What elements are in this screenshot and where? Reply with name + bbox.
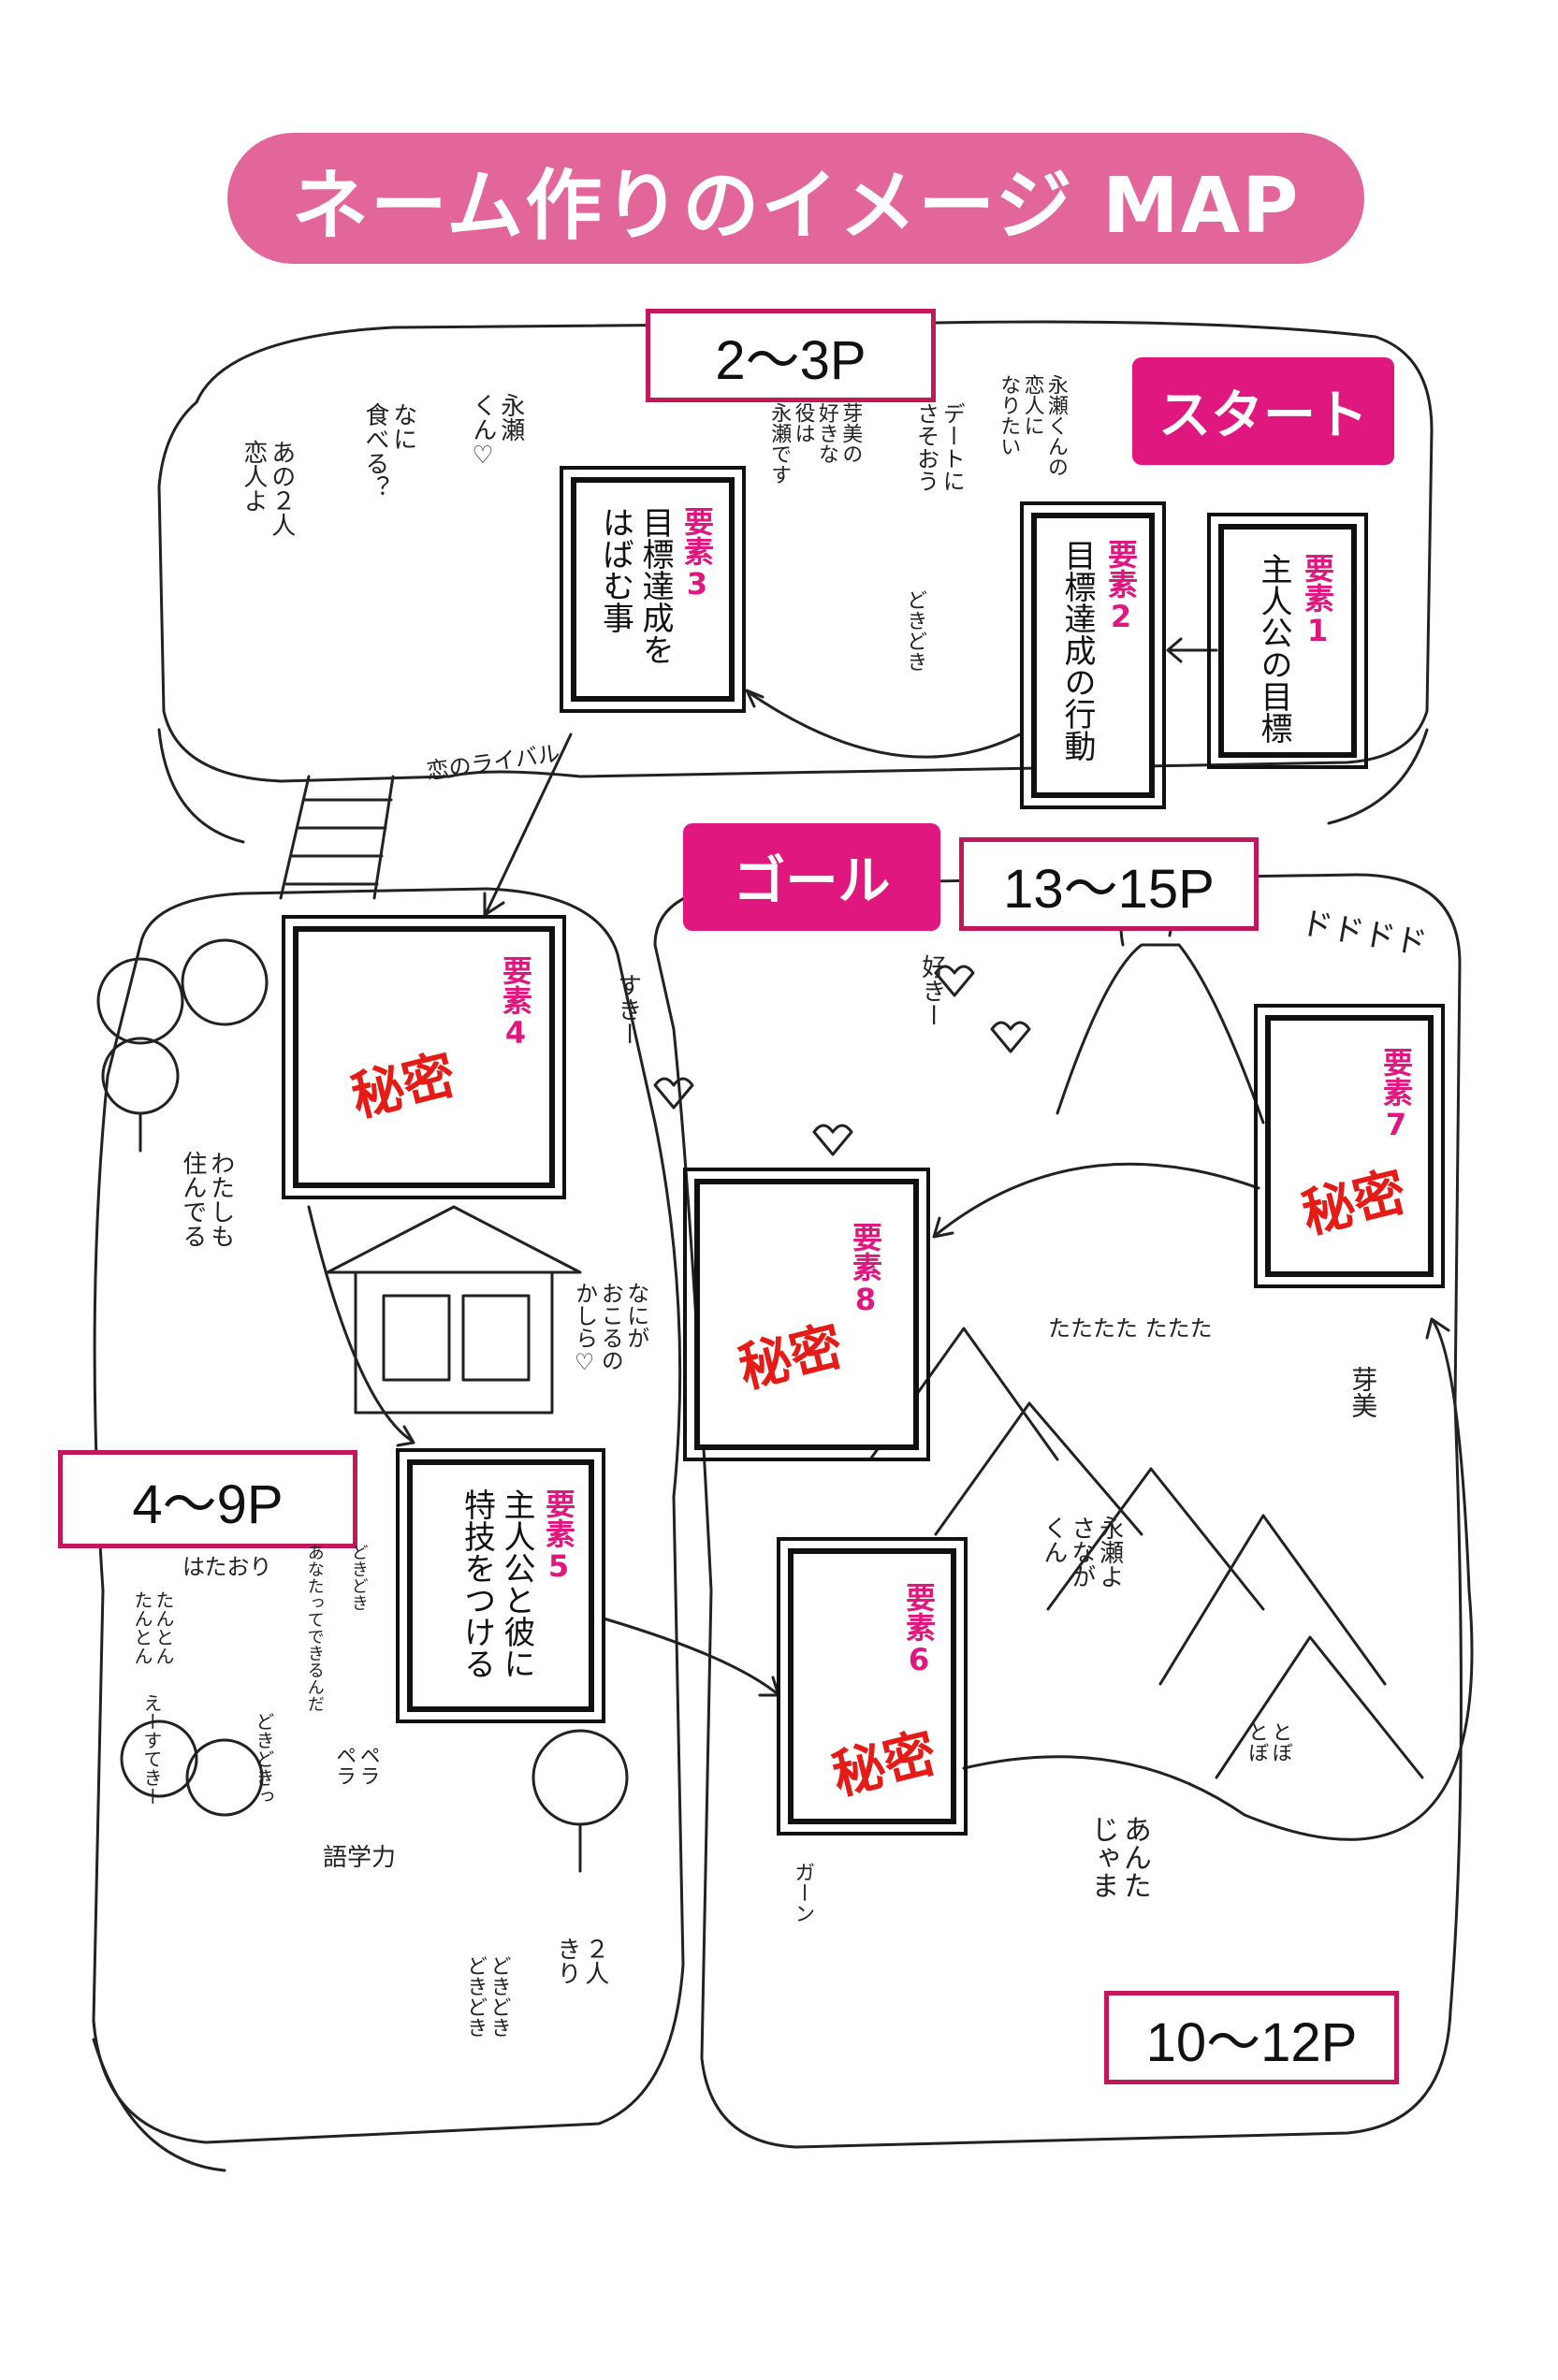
hataori-sign: はたおり [182,1554,272,1580]
speech-bubble-date: デートに さそおう [912,402,966,492]
element-5-box: 要素5 主人公と彼に 特技をつける [396,1448,605,1723]
dokidoki-text-3: どきどき どきどき [463,1955,511,2038]
speech-bubble-suki-2: 好きー [917,954,946,1027]
element-1-box: 要素1 主人公の目標 [1207,513,1368,769]
speech-bubble-live: わたしも 住んでる [178,1151,235,1248]
arrow-4-5 [307,1205,414,1443]
arrow-3-4 [485,733,573,914]
dokidoki-text-1: どきどき [903,589,927,672]
element-4-label: 要素4 [498,955,533,1051]
page-range-13-15-text: 13〜15P [1003,859,1215,920]
pera-text: ペラ ペラ [332,1745,380,1786]
element-7-box: 要素7 秘密 [1254,1004,1445,1288]
page-range-4-9-text: 4〜9P [132,1473,284,1535]
element-8-label: 要素8 [848,1222,883,1317]
start-tag-text: スタート [1158,385,1368,446]
arrow-2-3 [747,690,1022,759]
speech-bubble-nagase: 永瀬 くん♡ [468,393,525,470]
element-1-text: 主人公の目標 [1255,553,1292,744]
speech-bubble-happen: なにが おこるの かしら♡ [571,1282,649,1375]
page-range-2-3-text: 2〜3P [715,330,866,391]
goal-tag-text: ゴール [733,851,891,912]
element-3-box: 要素3 目標達成を はばむ事 [560,466,746,713]
page-range-2-3: 2〜3P [646,309,936,402]
page-range-4-9: 4〜9P [58,1450,357,1548]
dokidokki-text: どきどきっ [253,1712,275,1806]
element-7-secret: 秘密 [1296,1161,1413,1246]
title-banner: ネーム作りのイメージ MAP [227,133,1364,264]
element-4-secret: 秘密 [345,1044,462,1129]
element-6-box: 要素6 秘密 [777,1537,968,1836]
arrow-7-8 [934,1162,1260,1237]
dokidoki-text-2: どきどき [348,1544,369,1611]
page-range-13-15: 13〜15P [959,837,1259,931]
left-island [92,887,685,2144]
page-range-10-12: 10〜12P [1104,1991,1399,2084]
tobo-sfx: とぼ とぼ [1245,1721,1292,1763]
gaan-sfx: ガーン [791,1862,815,1923]
element-5-label: 要素5 [541,1488,576,1584]
element-3-text: 目標達成を はばむ事 [596,506,675,665]
arrow-5-6 [602,1617,779,1695]
element-8-box: 要素8 秘密 [683,1168,930,1461]
volcano [1056,943,1265,1125]
element-3-label: 要素3 [679,506,715,602]
house [326,1205,582,1274]
gogaku-sign: 語学力 [323,1844,397,1872]
goal-tag: ゴール [683,823,940,931]
element-8-secret: 秘密 [733,1315,850,1400]
page-range-10-12-text: 10〜12P [1145,2012,1358,2073]
speech-bubble-eat: なに 食べる？ [360,402,417,500]
speech-bubble-favorite: 芽美の 好きな 役は 永瀬です [767,402,863,485]
element-4-box: 要素4 秘密 [282,915,566,1199]
futari-sign: ２人 きり [552,1937,609,1985]
anata-dekiru-text: あなたってできるんだ [304,1544,325,1712]
element-5-text: 主人公と彼に 特技をつける [458,1488,536,1679]
ladder-bridge [279,775,395,900]
speech-bubble-suki-1: すきー [613,973,642,1046]
speech-bubble-lover: 永瀬くんの 恋人に なりたい [997,374,1068,477]
element-2-label: 要素2 [1103,539,1139,634]
tatata-sfx: たたたた たたた [1048,1315,1213,1342]
speech-bubble-nagase-2: 永瀬よ さなが くん [1039,1516,1124,1589]
memi-sign: 芽美 [1347,1366,1379,1418]
speech-bubble-couple: あの２人 恋人よ [239,440,296,537]
top-island [157,320,1434,783]
element-2-text: 目標達成の行動 [1058,539,1096,762]
speech-bubble-jama: あんた じゃま [1085,1815,1152,1899]
element-6-label: 要素6 [901,1582,937,1677]
arrow-6-7 [962,1317,1474,1841]
element-1-label: 要素1 [1300,553,1335,648]
element-6-secret: 秘密 [826,1722,943,1807]
sutekii-text: えーすてきー [140,1693,163,1806]
tanton-sfx: たんとん たんとん [131,1590,175,1665]
title-text: ネーム作りのイメージ MAP [291,161,1301,251]
element-2-box: 要素2 目標達成の行動 [1020,501,1166,809]
element-7-label: 要素7 [1378,1047,1414,1142]
start-tag: スタート [1132,357,1394,465]
